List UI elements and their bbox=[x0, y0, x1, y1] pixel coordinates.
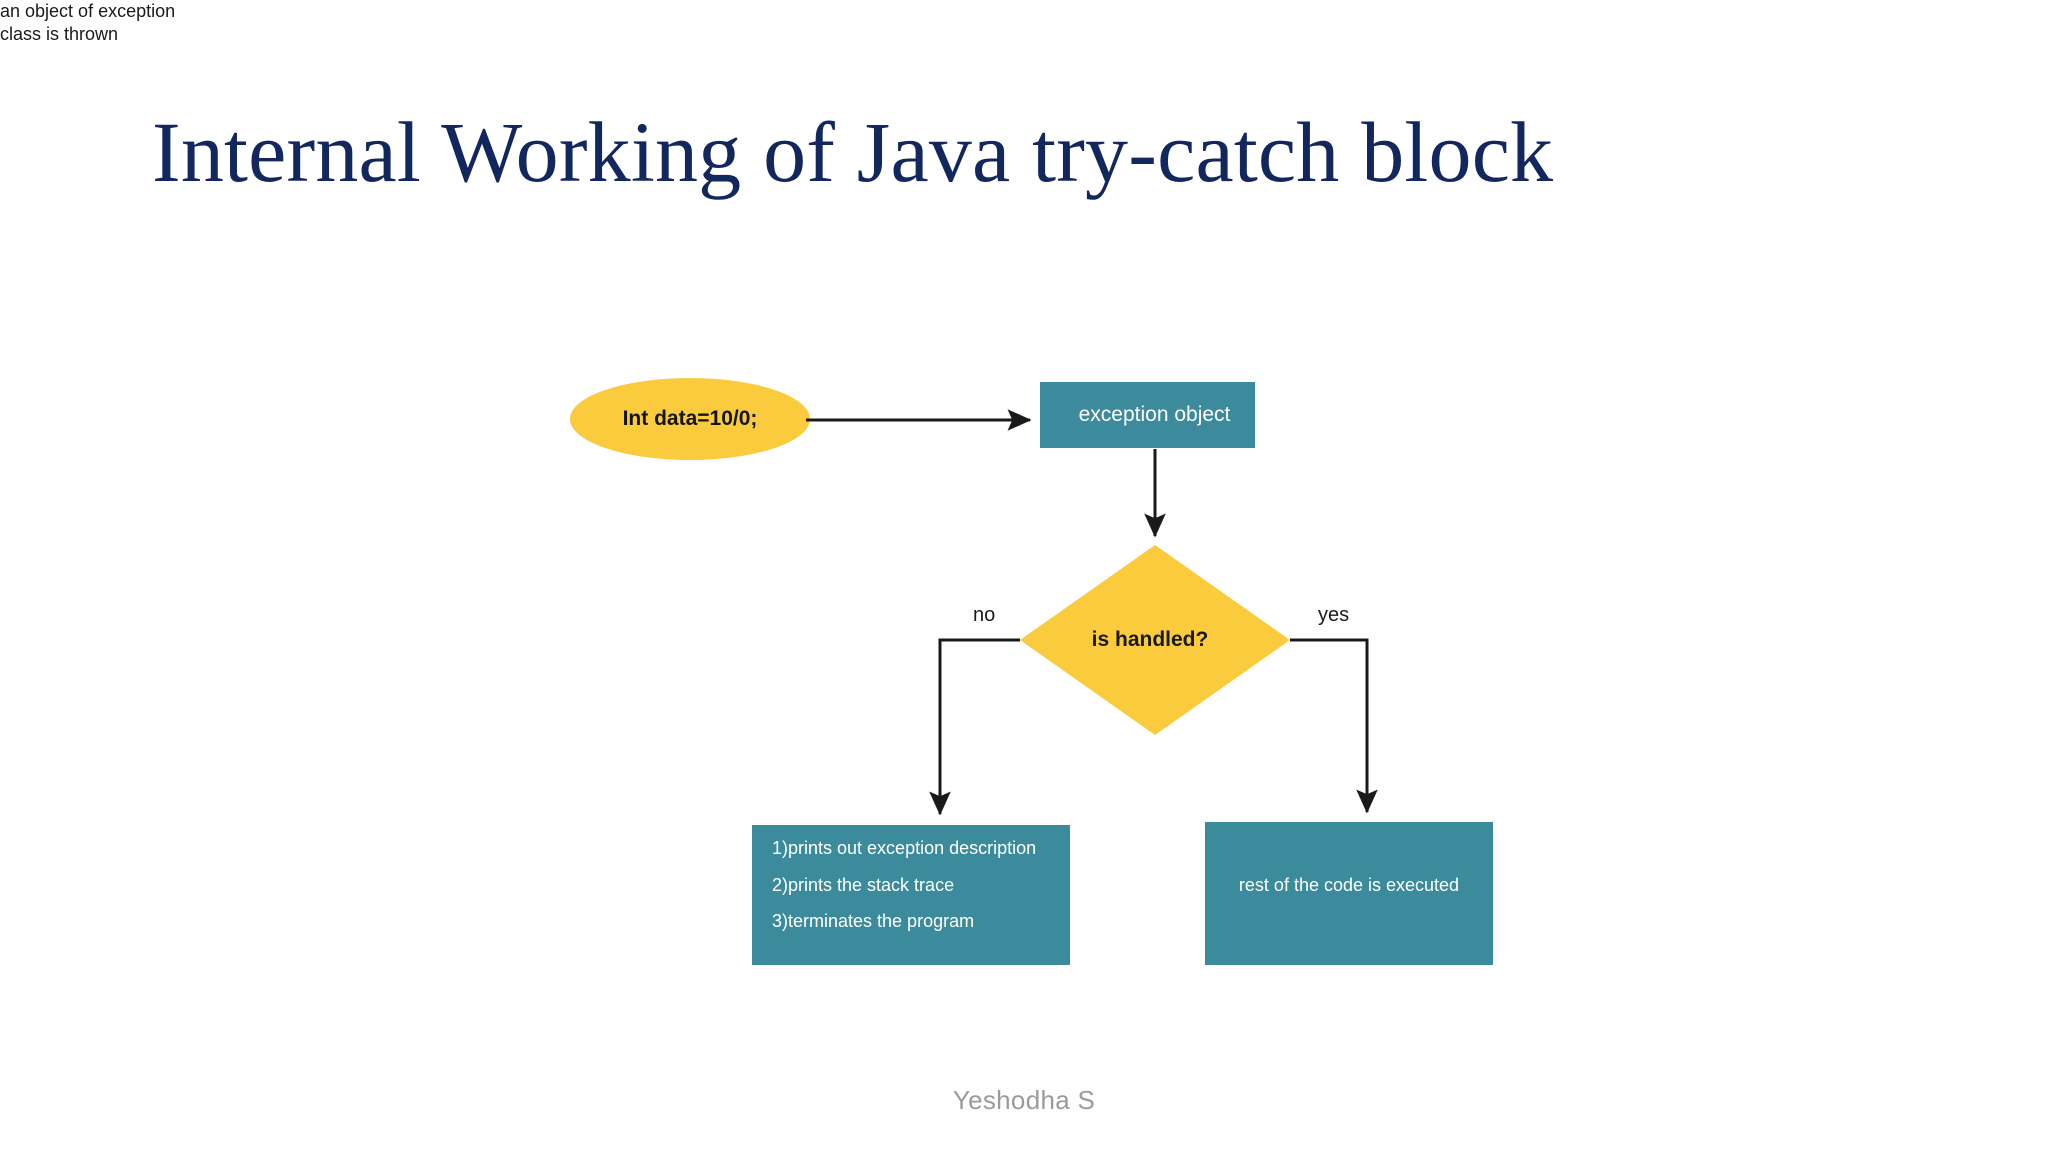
node-unhandled-box bbox=[752, 825, 1070, 965]
node-start-ellipse bbox=[570, 378, 810, 460]
edge-throw-label-line1: an object of exception bbox=[0, 1, 176, 21]
edge-no-arrow bbox=[929, 638, 1020, 816]
edge-throw-label-line2: class is thrown bbox=[0, 24, 119, 45]
edge-throw-label: an object of exception class is thrown bbox=[0, 0, 260, 50]
edge-no-label: no bbox=[973, 604, 996, 626]
edge-yes-label: yes bbox=[1318, 604, 1350, 626]
node-decision-diamond bbox=[1020, 545, 1290, 735]
node-handled-box bbox=[1205, 822, 1493, 965]
slide-footer-author: Yeshodha S bbox=[952, 1085, 1096, 1115]
node-exception-object-box bbox=[1040, 382, 1255, 448]
edge-yes-arrow bbox=[1290, 638, 1378, 814]
page-title: Internal Working of Java try-catch block bbox=[152, 104, 1554, 200]
